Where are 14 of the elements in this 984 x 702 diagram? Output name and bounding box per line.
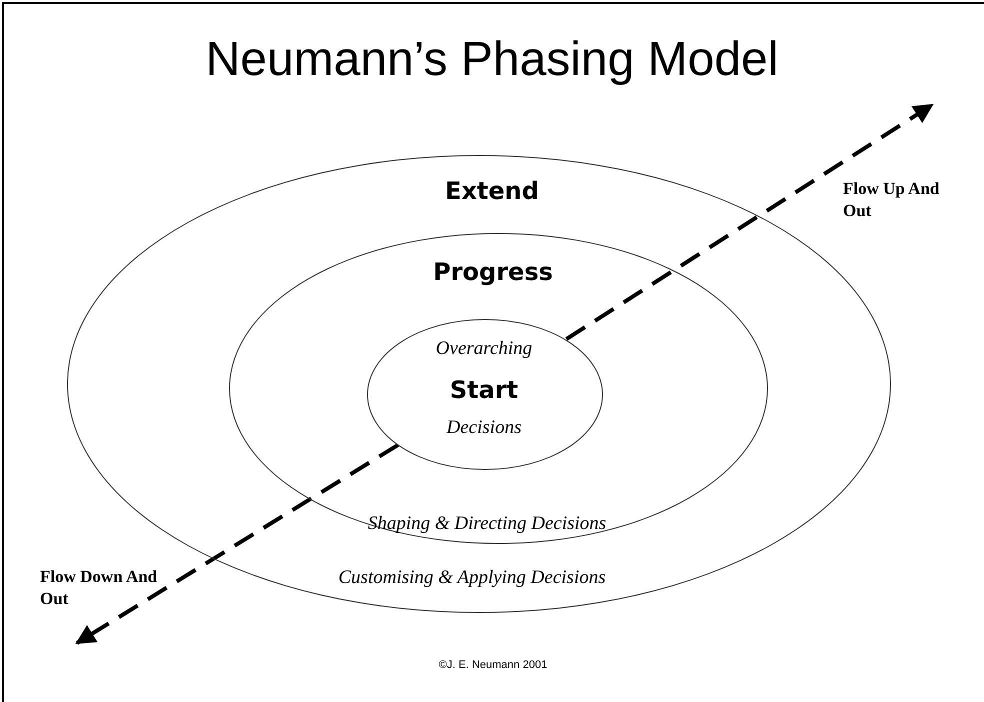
ring-heading: Start [450, 375, 518, 406]
dashed-arrow [565, 103, 934, 341]
ring-description: Shaping & Directing Decisions [368, 512, 606, 536]
flow-label: Flow Up And Out [843, 178, 940, 222]
dashed-arrow [75, 443, 400, 645]
ellipse [229, 233, 768, 544]
copyright-caption: ©J. E. Neumann 2001 [438, 658, 548, 673]
ring-heading: Extend [445, 176, 539, 207]
ring-heading: Progress [433, 257, 553, 288]
flow-label: Flow Down And Out [40, 566, 158, 610]
ring-description: Customising & Applying Decisions [338, 566, 606, 590]
ring-description: Decisions [446, 416, 522, 440]
ring-description: Overarching [436, 336, 532, 361]
title: Neumann’s Phasing Model [204, 32, 780, 88]
